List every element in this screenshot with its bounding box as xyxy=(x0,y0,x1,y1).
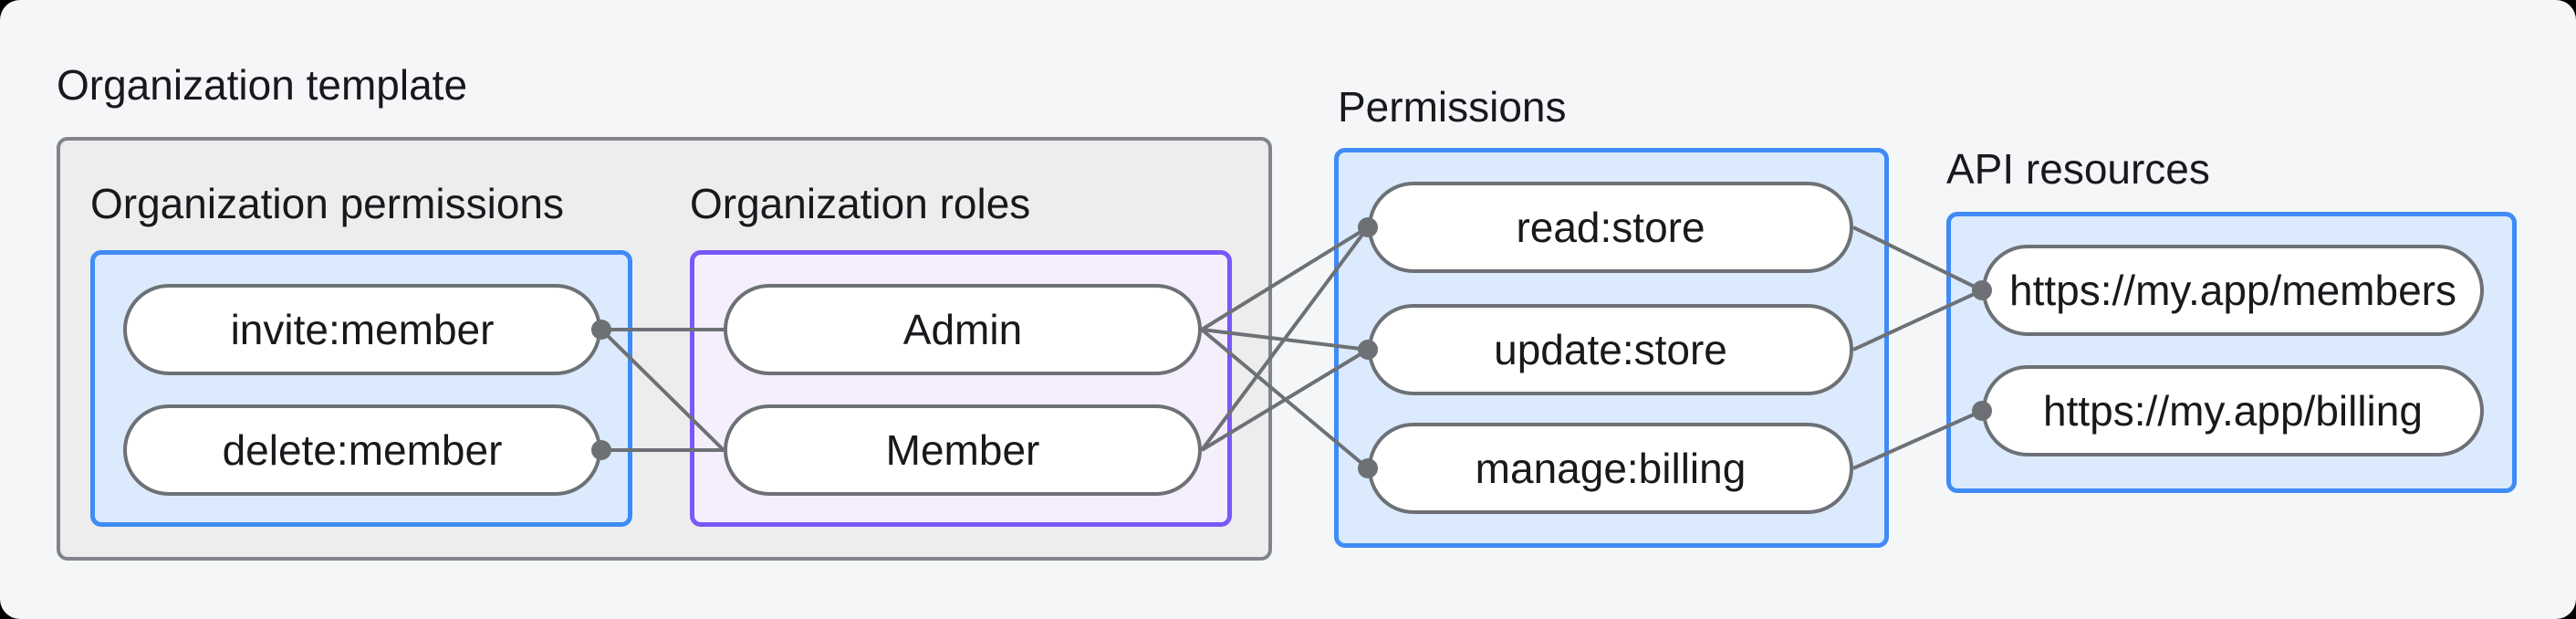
node-admin-role: Admin xyxy=(724,284,1202,375)
organization-template-label: Organization template xyxy=(57,61,468,109)
node-api-billing-url: https://my.app/billing xyxy=(1982,365,2484,456)
permissions-heading: Permissions xyxy=(1338,83,1567,131)
organization-roles-heading: Organization roles xyxy=(690,180,1031,227)
node-invite-member: invite:member xyxy=(123,284,601,375)
node-manage-billing: manage:billing xyxy=(1368,423,1853,514)
api-resources-heading: API resources xyxy=(1946,145,2210,193)
node-member-role: Member xyxy=(724,404,1202,496)
node-update-store: update:store xyxy=(1368,304,1853,395)
node-delete-member: delete:member xyxy=(123,404,601,496)
node-api-members-url: https://my.app/members xyxy=(1982,245,2484,336)
organization-permissions-heading: Organization permissions xyxy=(90,180,565,227)
node-read-store: read:store xyxy=(1368,182,1853,273)
